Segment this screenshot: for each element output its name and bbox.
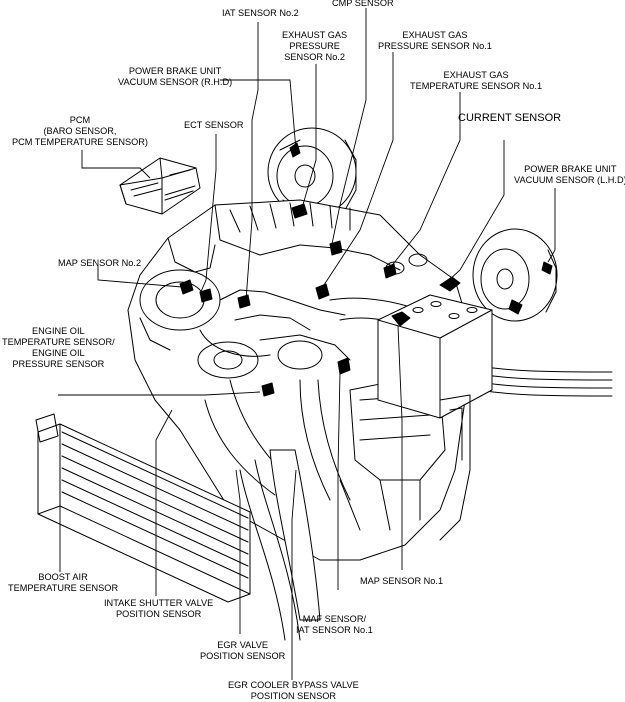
label-ect-sensor: ECT SENSOR (184, 120, 244, 131)
label-line: PCM TEMPERATURE SENSOR) (12, 137, 148, 147)
label-line: EXHAUST GAS (443, 70, 509, 80)
pcm-module (119, 157, 201, 215)
label-map-sensor-no1: MAP SENSOR No.1 (360, 576, 443, 587)
label-line: IAT SENSOR No.2 (222, 8, 299, 18)
cowl-bracket (439, 394, 471, 541)
label-line: POSITION SENSOR (200, 651, 286, 661)
label-line: PRESSURE SENSOR (12, 359, 105, 369)
label-line: EXHAUST GAS (282, 30, 348, 40)
label-line: INTAKE SHUTTER VALVE (104, 598, 214, 608)
label-line: TEMPERATURE SENSOR No.1 (410, 81, 543, 91)
label-line: CMP SENSOR (332, 0, 394, 8)
label-line: TEMPERATURE SENSOR (8, 583, 119, 593)
label-map-sensor-no2: MAP SENSOR No.2 (58, 258, 141, 269)
label-line: MAP SENSOR No.2 (58, 258, 142, 268)
label-line: POWER BRAKE UNIT (128, 66, 222, 76)
label-line: POWER BRAKE UNIT (524, 164, 617, 174)
label-line: PRESSURE SENSOR No.1 (378, 41, 492, 51)
label-line: VACUUM SENSOR (R.H.D) (118, 77, 233, 87)
sensor-markers (179, 203, 397, 397)
label-line: ECT SENSOR (184, 120, 244, 130)
label-line: EGR VALVE (217, 640, 268, 650)
label-pcm: PCM(BARO SENSOR,PCM TEMPERATURE SENSOR) (12, 115, 148, 148)
label-line: IAT SENSOR No.1 (296, 625, 373, 635)
intake-duct (239, 449, 321, 641)
label-line: SENSOR No.2 (284, 52, 345, 62)
label-line: POSITION SENSOR (115, 609, 202, 619)
label-line: (BARO SENSOR, (43, 126, 117, 136)
label-line: EGR COOLER BYPASS VALVE (228, 680, 359, 690)
label-line: CURRENT SENSOR (458, 112, 562, 124)
battery (377, 276, 493, 419)
label-line: EXHAUST GAS (402, 30, 468, 40)
label-line: ENGINE OIL (32, 348, 85, 358)
label-line: PRESSURE (289, 41, 340, 51)
intercooler (35, 413, 251, 603)
label-maf-iat-no1: MAF SENSOR/IAT SENSOR No.1 (296, 614, 373, 636)
brake-booster-lhd (472, 228, 558, 322)
label-line: TEMPERATURE SENSOR/ (2, 337, 115, 347)
label-current-sensor: CURRENT SENSOR (458, 112, 561, 125)
engine-block (127, 199, 471, 561)
label-cmp-sensor: CMP SENSOR (332, 0, 394, 9)
label-line: ENGINE OIL (32, 326, 85, 336)
label-line: VACUUM SENSOR (L.H.D) (514, 175, 625, 185)
label-line: MAP SENSOR No.1 (360, 576, 444, 586)
label-line: POSITION SENSOR (250, 691, 336, 701)
label-line: BOOST AIR (38, 572, 88, 582)
label-line: PCM (69, 115, 91, 125)
label-iat-sensor-no2: IAT SENSOR No.2 (222, 8, 299, 19)
label-line: MAF SENSOR/ (302, 614, 367, 624)
